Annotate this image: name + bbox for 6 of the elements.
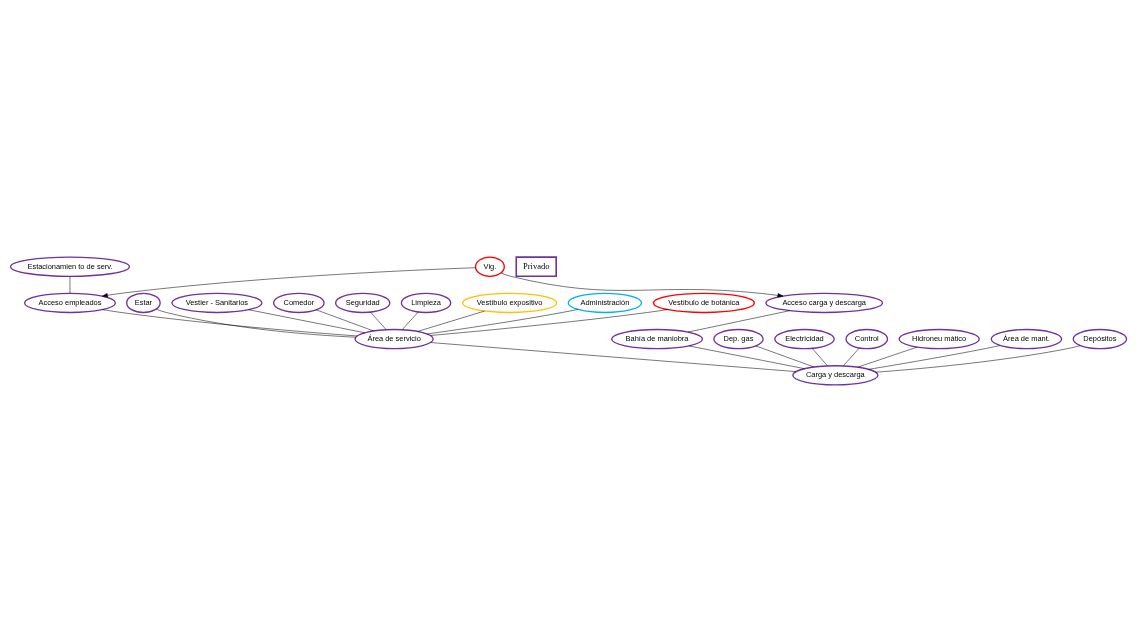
legend-label: Privado [523, 260, 550, 271]
arrow [101, 266, 476, 297]
connector [156, 308, 356, 337]
connector [688, 345, 805, 369]
connector [102, 308, 358, 336]
arrow [500, 272, 784, 298]
